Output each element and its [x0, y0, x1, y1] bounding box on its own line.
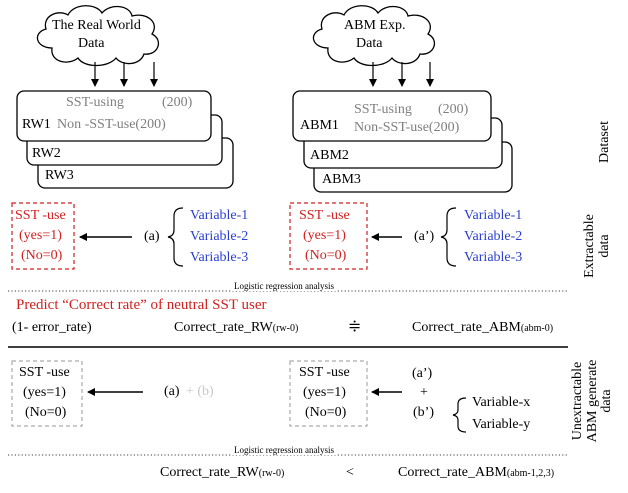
- abm3-label: ABM3: [322, 172, 361, 187]
- eq1-right: Correct_rate_ABM(abm-0): [412, 320, 554, 335]
- unextract-left-box-line2: (yes=1): [23, 385, 66, 400]
- extract-left-box-line1: SST -use: [15, 208, 66, 223]
- b-prime-label: (b’): [413, 405, 434, 420]
- eq1-left: Correct_rate_RW(rw-0): [174, 320, 299, 335]
- rw-non-sst: Non -SST-use(200): [57, 117, 166, 132]
- side-label-extractable: Extractable data: [582, 214, 612, 278]
- extract-right-var1: Variable-1: [464, 208, 523, 223]
- unextract-left-label-b: + (b): [186, 384, 214, 399]
- extract-left-var1: Variable-1: [190, 208, 249, 223]
- extract-left-var2: Variable-2: [190, 229, 249, 244]
- extract-right-var3: Variable-3: [464, 250, 523, 265]
- error-rate: (1- error_rate): [12, 320, 92, 335]
- side-label-dataset: Dataset: [597, 121, 612, 163]
- extract-left-var3: Variable-3: [190, 250, 249, 265]
- eq1-symbol: ≑: [348, 318, 362, 335]
- logistic-label-2: Logistic regression analysis: [232, 445, 336, 455]
- a-prime-label: (a’): [412, 366, 433, 381]
- eq2-right: Correct_rate_ABM(abm-1,2,3): [398, 465, 555, 480]
- extract-left-box-line2: (yes=1): [19, 228, 62, 243]
- extract-right-var2: Variable-2: [464, 229, 523, 244]
- extract-right-arrow-label: (a’): [414, 229, 435, 244]
- cloud-right-line2: Data: [356, 36, 383, 51]
- dotted-lines: [8, 290, 568, 456]
- eq2-left: Correct_rate_RW(rw-0): [160, 465, 285, 480]
- rw-sst-using-count: (200): [162, 95, 193, 110]
- rw-dataset-stack: [16, 90, 234, 189]
- extract-left-box-line3: (No=0): [21, 248, 63, 263]
- unextract-right-box-line1: SST -use: [299, 365, 350, 380]
- cloud-left: [36, 5, 160, 67]
- predict-title: Predict “Correct rate” of neutral SST us…: [16, 297, 267, 313]
- cloud-arrows-right: [369, 62, 434, 87]
- plus-label: +: [420, 385, 428, 400]
- rw1-label: RW1: [22, 117, 51, 132]
- side-label-unextractable: Unextractable ABM generate data: [570, 359, 615, 443]
- extract-right-box-line3: (No=0): [305, 248, 347, 263]
- extract-right-box-line1: SST -use: [299, 208, 350, 223]
- extract-right-box: [289, 202, 368, 270]
- unextract-left-box: [11, 360, 83, 427]
- abm2-label: ABM2: [310, 148, 349, 163]
- extract-right-box-line2: (yes=1): [303, 228, 346, 243]
- rw2-label: RW2: [32, 146, 61, 161]
- extract-left-arrow-label: (a): [144, 229, 160, 244]
- logistic-label-1: Logistic regression analysis: [232, 281, 336, 291]
- unextract-var-y: Variable-y: [472, 417, 531, 432]
- unextract-left-box-line1: SST -use: [19, 365, 70, 380]
- unextract-right-box-line2: (yes=1): [303, 385, 346, 400]
- abm-dataset-stack: [292, 90, 513, 193]
- rw3-label: RW3: [45, 168, 74, 183]
- unextract-right-box-line3: (No=0): [305, 405, 347, 420]
- extract-left-box: [11, 202, 75, 270]
- cloud-arrows-left: [91, 62, 158, 87]
- cloud-right: [312, 5, 436, 67]
- eq2-symbol: <: [346, 465, 354, 480]
- cloud-left-line2: Data: [78, 36, 105, 51]
- brackets: [167, 207, 467, 433]
- unextract-right-box: [289, 360, 368, 427]
- unextract-var-x: Variable-x: [472, 395, 531, 410]
- cloud-left-line1: The Real World: [52, 18, 141, 33]
- abm-sst-using: SST-using: [354, 102, 412, 117]
- abm-sst-using-count: (200): [438, 102, 469, 117]
- rw-sst-using: SST-using: [66, 95, 124, 110]
- unextract-left-label-a: (a): [164, 384, 180, 399]
- abm-non-sst: Non-SST-use(200): [354, 120, 460, 135]
- cloud-right-line1: ABM Exp.: [344, 18, 406, 33]
- abm1-label: ABM1: [300, 118, 339, 133]
- unextract-left-box-line3: (No=0): [25, 405, 67, 420]
